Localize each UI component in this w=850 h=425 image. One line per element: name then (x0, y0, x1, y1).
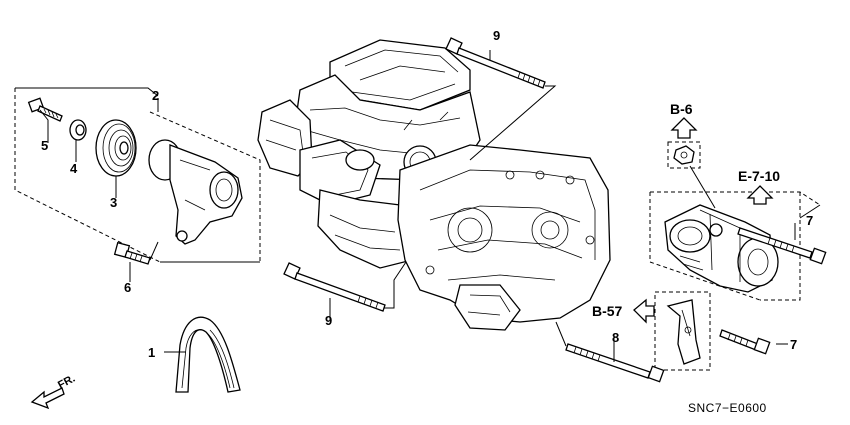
bolt-part-8 (555, 321, 665, 383)
ref-arrow-b6 (670, 117, 698, 139)
bolt-part-6 (113, 241, 159, 265)
ref-label-b6: B-6 (670, 101, 693, 117)
starter-motor (664, 204, 779, 293)
engine-assembly (257, 39, 611, 331)
callout-5: 5 (41, 138, 48, 153)
ref-arrow-e710 (746, 185, 774, 205)
callout-2: 2 (152, 88, 159, 103)
callout-3: 3 (110, 195, 117, 210)
tensioner-group-frame (14, 87, 261, 263)
starter-nut (667, 141, 716, 209)
bolt-part-5 (27, 97, 63, 122)
callout-8: 8 (612, 330, 619, 345)
bolt-part-9-lower (283, 261, 407, 312)
ref-arrow-b57 (633, 298, 655, 324)
callout-7-lower: 7 (790, 337, 797, 352)
diagram-code: SNC7−E0600 (688, 401, 767, 415)
washer-part-4 (69, 119, 87, 141)
callout-9-upper: 9 (493, 28, 500, 43)
front-marker-label: FR. (56, 373, 77, 392)
bolt-part-7-upper (737, 227, 827, 265)
callout-7-upper: 7 (806, 213, 813, 228)
front-direction-arrow (30, 387, 65, 410)
pulley-part-3 (95, 119, 137, 177)
ref-label-b57: B-57 (592, 303, 623, 319)
callout-leaders (39, 109, 796, 362)
callout-9-lower: 9 (325, 313, 332, 328)
tensioner-part-2 (148, 139, 243, 245)
callout-6: 6 (124, 280, 131, 295)
drive-belt-part-1 (175, 316, 241, 393)
callout-1: 1 (148, 345, 155, 360)
bolt-part-9-upper (445, 37, 557, 161)
ref-label-e710: E-7-10 (738, 168, 780, 184)
bolt-part-7-lower (719, 329, 771, 355)
callout-4: 4 (70, 161, 78, 176)
starter-bracket (654, 291, 711, 371)
